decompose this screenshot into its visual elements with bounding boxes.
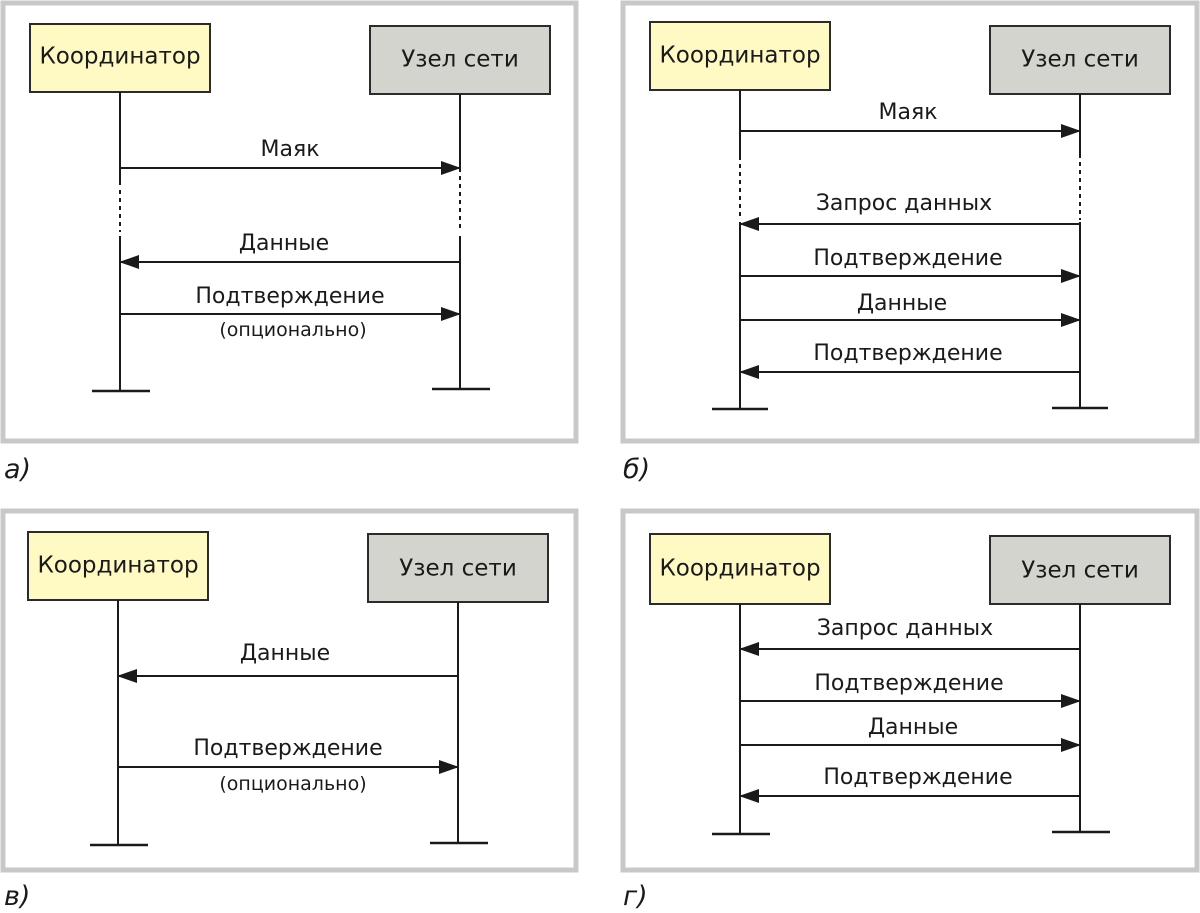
node-label: Узел сети xyxy=(1021,47,1139,73)
message-label: Данные xyxy=(857,291,947,316)
coordinator-box xyxy=(649,21,831,91)
panel-b-caption: б) xyxy=(623,454,650,485)
message-label: Подтверждение xyxy=(813,246,1002,271)
message-label: Маяк xyxy=(879,100,938,125)
panel-g: Координатор Узел сети Запрос данных Подт… xyxy=(620,508,1200,873)
panel-v-frame xyxy=(0,508,579,873)
coordinator-label: Координатор xyxy=(39,44,200,70)
panel-v-caption: в) xyxy=(4,881,30,912)
optional-note: (опционально) xyxy=(219,773,366,795)
node-label: Узел сети xyxy=(401,47,519,73)
message-label: Подтверждение xyxy=(195,284,384,309)
message-label: Данные xyxy=(240,641,330,666)
node-box xyxy=(369,25,551,95)
coordinator-label: Координатор xyxy=(659,43,820,69)
message-label: Данные xyxy=(239,231,329,256)
coordinator-label: Координатор xyxy=(37,553,198,579)
panel-b-frame xyxy=(620,0,1200,444)
panel-a-frame xyxy=(0,0,579,444)
node-label: Узел сети xyxy=(399,556,517,582)
coordinator-box xyxy=(649,533,831,605)
message-label: Подтверждение xyxy=(813,341,1002,366)
message-label: Данные xyxy=(868,715,958,740)
coordinator-box xyxy=(27,531,209,601)
panel-a-caption: а) xyxy=(4,454,31,485)
message-label: Подтверждение xyxy=(193,736,382,761)
panel-g-frame xyxy=(620,508,1200,873)
message-label: Подтверждение xyxy=(823,765,1012,790)
message-label: Запрос данных xyxy=(817,616,993,641)
message-label: Маяк xyxy=(261,137,320,162)
node-label: Узел сети xyxy=(1021,558,1139,584)
coordinator-label: Координатор xyxy=(659,556,820,582)
message-label: Запрос данных xyxy=(816,191,992,216)
panel-a: Координатор Узел сети Маяк Данные Подтве… xyxy=(0,0,579,444)
panel-g-caption: г) xyxy=(623,881,648,912)
panel-v: Координатор Узел сети Данные Подтвержден… xyxy=(0,508,579,873)
optional-note: (опционально) xyxy=(219,319,366,341)
panel-b: Координатор Узел сети Маяк Запрос данных… xyxy=(620,0,1200,444)
message-label: Подтверждение xyxy=(814,671,1003,696)
node-box xyxy=(989,25,1171,95)
